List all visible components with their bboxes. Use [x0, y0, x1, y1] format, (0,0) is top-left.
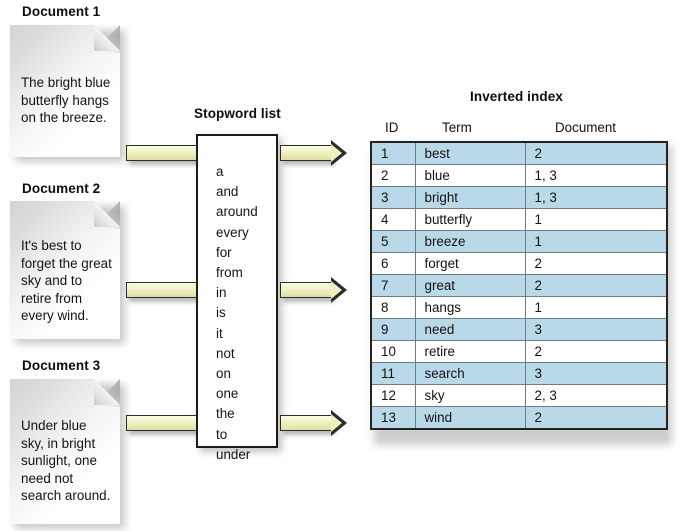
cell-id: 1: [370, 141, 416, 165]
cell-document: 1: [524, 230, 668, 253]
cell-id: 13: [370, 406, 416, 430]
table-row[interactable]: 9 need 3: [370, 318, 668, 341]
cell-term: butterfly: [414, 208, 526, 231]
document-1-icon: The bright blue butterfly hangs on the b…: [10, 25, 125, 162]
stopword-item: is: [216, 305, 226, 321]
column-header-term: Term: [442, 120, 472, 135]
document-2-caption: Document 2: [22, 181, 101, 196]
table-row[interactable]: 13 wind 2: [370, 406, 668, 430]
stopword-item: in: [216, 285, 227, 301]
column-header-document: Document: [555, 120, 617, 135]
stopword-items: a and around every for from in is it not…: [216, 162, 258, 465]
table-row[interactable]: 3 bright 1, 3: [370, 186, 668, 209]
cell-term: forget: [414, 252, 526, 275]
table-row[interactable]: 8 hangs 1: [370, 296, 668, 319]
document-3-caption: Document 3: [22, 358, 101, 373]
document-3-text: Under blue sky, in bright sunlight, one …: [21, 418, 111, 503]
cell-id: 3: [370, 186, 416, 209]
cell-id: 4: [370, 208, 416, 231]
cell-document: 3: [524, 362, 668, 385]
stopword-item: on: [216, 366, 231, 382]
document-3-icon: Under blue sky, in bright sunlight, one …: [10, 379, 125, 529]
cell-id: 7: [370, 274, 416, 297]
document-2-text: It's best to forget the great sky and to…: [21, 238, 112, 323]
arrow-3-left-segment: [126, 415, 198, 431]
arrow-2-left-segment: [126, 282, 198, 298]
table-row[interactable]: 1 best 2: [370, 141, 668, 165]
stopword-item: it: [216, 325, 223, 341]
stopword-item: not: [216, 345, 235, 361]
stopword-item: a: [216, 164, 224, 179]
inverted-index-title: Inverted index: [470, 89, 563, 104]
cell-term: need: [414, 318, 526, 341]
arrow-2-right-segment: [280, 282, 332, 298]
stopword-list-box: a and around every for from in is it not…: [196, 134, 278, 462]
stopword-item: to: [216, 426, 228, 442]
arrow-1-head-fill: [331, 143, 342, 162]
cell-term: wind: [414, 406, 526, 430]
cell-document: 2: [524, 406, 668, 430]
stopword-item: and: [216, 184, 239, 200]
stopword-list-title: Stopword list: [194, 106, 281, 121]
inverted-index-table: 1 best 2 2 blue 1, 3 3 bright 1, 3 4 but…: [370, 141, 668, 430]
table-row[interactable]: 4 butterfly 1: [370, 208, 668, 231]
stopword-item: every: [216, 224, 249, 240]
cell-term: retire: [414, 340, 526, 363]
cell-id: 8: [370, 296, 416, 319]
cell-document: 2, 3: [524, 384, 668, 407]
document-1-caption: Document 1: [22, 4, 101, 19]
stopword-item: around: [216, 204, 258, 220]
table-row[interactable]: 2 blue 1, 3: [370, 164, 668, 187]
cell-id: 6: [370, 252, 416, 275]
document-2-icon: It's best to forget the great sky and to…: [10, 201, 125, 344]
table-row[interactable]: 10 retire 2: [370, 340, 668, 363]
stopword-item: from: [216, 265, 243, 281]
cell-term: hangs: [414, 296, 526, 319]
cell-term: sky: [414, 384, 526, 407]
cell-id: 11: [370, 362, 416, 385]
cell-document: 2: [524, 340, 668, 363]
document-1-text: The bright blue butterfly hangs on the b…: [21, 75, 111, 125]
cell-id: 9: [370, 318, 416, 341]
cell-id: 12: [370, 384, 416, 407]
cell-document: 1, 3: [524, 164, 668, 187]
cell-document: 3: [524, 318, 668, 341]
column-header-id: ID: [385, 120, 399, 135]
arrow-3-right-segment: [280, 415, 332, 431]
cell-term: breeze: [414, 230, 526, 253]
arrow-3-head-fill: [331, 413, 342, 432]
stopword-item: the: [216, 406, 235, 422]
arrow-1-right-segment: [280, 145, 332, 161]
cell-document: 1: [524, 208, 668, 231]
cell-document: 2: [524, 252, 668, 275]
cell-id: 10: [370, 340, 416, 363]
cell-id: 2: [370, 164, 416, 187]
inverted-index-rows: 1 best 2 2 blue 1, 3 3 bright 1, 3 4 but…: [370, 141, 668, 430]
table-row[interactable]: 11 search 3: [370, 362, 668, 385]
table-row[interactable]: 7 great 2: [370, 274, 668, 297]
cell-document: 1, 3: [524, 186, 668, 209]
cell-id: 5: [370, 230, 416, 253]
stopword-item: under: [216, 446, 251, 462]
cell-term: bright: [414, 186, 526, 209]
cell-term: search: [414, 362, 526, 385]
cell-term: great: [414, 274, 526, 297]
cell-term: best: [414, 141, 526, 165]
table-row[interactable]: 12 sky 2, 3: [370, 384, 668, 407]
arrow-1-left-segment: [126, 145, 198, 161]
table-row[interactable]: 5 breeze 1: [370, 230, 668, 253]
cell-document: 1: [524, 296, 668, 319]
cell-document: 2: [524, 141, 668, 165]
cell-document: 2: [524, 274, 668, 297]
stopword-item: for: [216, 244, 232, 260]
table-row[interactable]: 6 forget 2: [370, 252, 668, 275]
stopword-item: one: [216, 386, 239, 402]
cell-term: blue: [414, 164, 526, 187]
arrow-2-head-fill: [331, 280, 342, 299]
